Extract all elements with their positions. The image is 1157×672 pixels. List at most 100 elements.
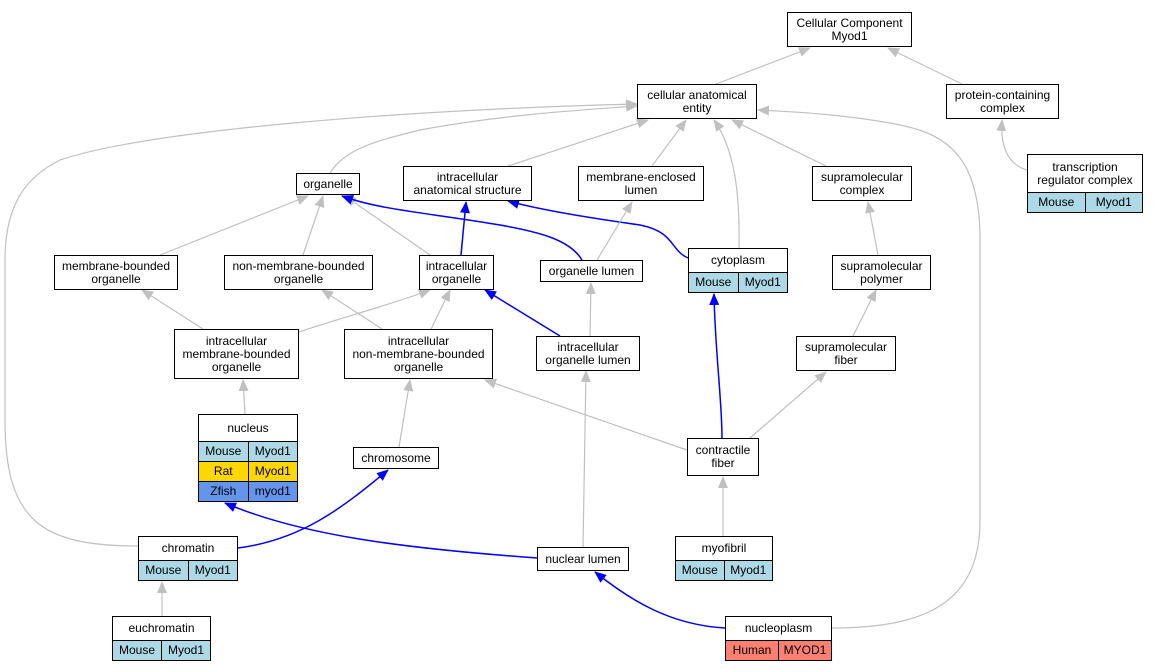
edge-nucleoplasm-to-nuclear-lumen (594, 571, 726, 629)
edge-cytoplasm-to-cellular-anatomical-entity (713, 119, 740, 249)
annotation-row: Mouse Myod1 (1028, 192, 1142, 212)
node-label: organelle lumen (541, 261, 642, 281)
node-label: chromatin (139, 537, 237, 560)
edge-nuclear-lumen-to-intracellular-organelle-lumen (580, 370, 591, 548)
annotation-gene: Myod1 (187, 561, 238, 580)
node-label-line: polymer (860, 271, 903, 286)
node-label-line: complex (980, 100, 1025, 115)
edge-intracellular-anatomical-structure-to-cellular-anatomical-entity (507, 118, 649, 167)
annotation-row: Rat Myod1 (199, 461, 297, 481)
edge-nucleus-to-intracellular-membrane-bounded-organelle (238, 379, 249, 415)
node-label-line: organelle (393, 359, 444, 374)
node-label-line: Myod1 (831, 28, 868, 43)
edge-intracellular-non-membrane-bounded-organelle-to-non-membrane-bounded-organelle (321, 289, 383, 330)
node-organelle[interactable]: organelle (296, 173, 360, 195)
annotation-species: Zfish (210, 484, 237, 498)
node-label: organelle (297, 174, 359, 194)
node-label-line: non-membrane-bounded (232, 258, 365, 273)
edge-nuclear-lumen-to-nucleus (224, 502, 538, 559)
annotation-gene: Myod1 (737, 273, 788, 292)
node-label-line: organelle (211, 359, 262, 374)
annotation-species: Mouse (695, 275, 732, 289)
edge-supramolecular-fiber-to-supramolecular-polymer (852, 289, 877, 337)
edge-intracellular-organelle-lumen-to-organelle-lumen (585, 282, 596, 337)
node-label-line: fiber (711, 456, 735, 470)
edge-intracellular-organelle-to-intracellular-anatomical-structure (459, 201, 470, 256)
node-label-line: membrane-bounded (61, 258, 171, 273)
node-label-line: euchromatin (128, 621, 195, 635)
node-label-line: nucleoplasm (744, 621, 813, 635)
annotation-species: Rat (213, 464, 233, 478)
node-label-line: organelle (303, 176, 353, 191)
annotation-gene: Myod1 (1084, 193, 1143, 212)
node-label: nuclear lumen (538, 548, 628, 570)
annotation-species: Mouse (145, 563, 182, 577)
edge-contractile-fiber-to-cytoplasm (709, 293, 723, 439)
node-label-line: fiber (834, 352, 858, 367)
node-label-line: protein-containing (954, 87, 1051, 102)
node-label-line: chromatin (161, 541, 215, 555)
edge-membrane-enclosed-lumen-to-cellular-anatomical-entity (651, 119, 687, 167)
node-label-line: organelle (91, 271, 141, 286)
node-label-line: cellular anatomical (647, 87, 747, 102)
edge-intracellular-membrane-bounded-organelle-to-intracellular-organelle (298, 289, 431, 333)
annotation-gene: Myod1 (247, 462, 298, 481)
edge-intracellular-organelle-to-organelle (344, 195, 431, 256)
edge-membrane-bounded-organelle-to-organelle (159, 195, 309, 256)
edge-nucleoplasm-to-cellular-anatomical-entity (757, 105, 981, 629)
node-label-line: intracellular (205, 333, 268, 348)
edge-supramolecular-polymer-to-supramolecular-complex (865, 201, 879, 256)
node-label: myofibril (676, 537, 772, 560)
edge-intracellular-non-membrane-bounded-organelle-to-intracellular-organelle (430, 289, 451, 330)
annotation-gene: Myod1 (723, 561, 773, 580)
node-label-line: non-membrane-bounded (352, 346, 485, 361)
edge-non-membrane-bounded-organelle-to-organelle (302, 195, 325, 256)
node-nuclear-lumen[interactable]: nuclear lumen (537, 547, 629, 571)
node-chromosome[interactable]: chromosome (353, 447, 439, 469)
annotation-species: Mouse (1038, 195, 1075, 209)
node-organelle-lumen[interactable]: organelle lumen (540, 260, 643, 282)
node-label-line: membrane-bounded (182, 346, 291, 361)
edge-intracellular-membrane-bounded-organelle-to-membrane-bounded-organelle (141, 289, 204, 330)
node-label: nucleus (199, 415, 297, 441)
node-label-line: Cellular Component (796, 15, 903, 30)
annotation-species: Mouse (118, 643, 156, 657)
edge-organelle-to-cellular-anatomical-entity (329, 101, 638, 174)
node-label-line: organelle (431, 271, 482, 286)
node-label-line: anatomical structure (413, 182, 522, 197)
node-label-line: intracellular (436, 169, 499, 184)
edge-supramolecular-complex-to-cellular-anatomical-entity (731, 119, 827, 167)
annotation-gene: Myod1 (161, 641, 210, 660)
node-label-line: contractile (695, 443, 751, 457)
